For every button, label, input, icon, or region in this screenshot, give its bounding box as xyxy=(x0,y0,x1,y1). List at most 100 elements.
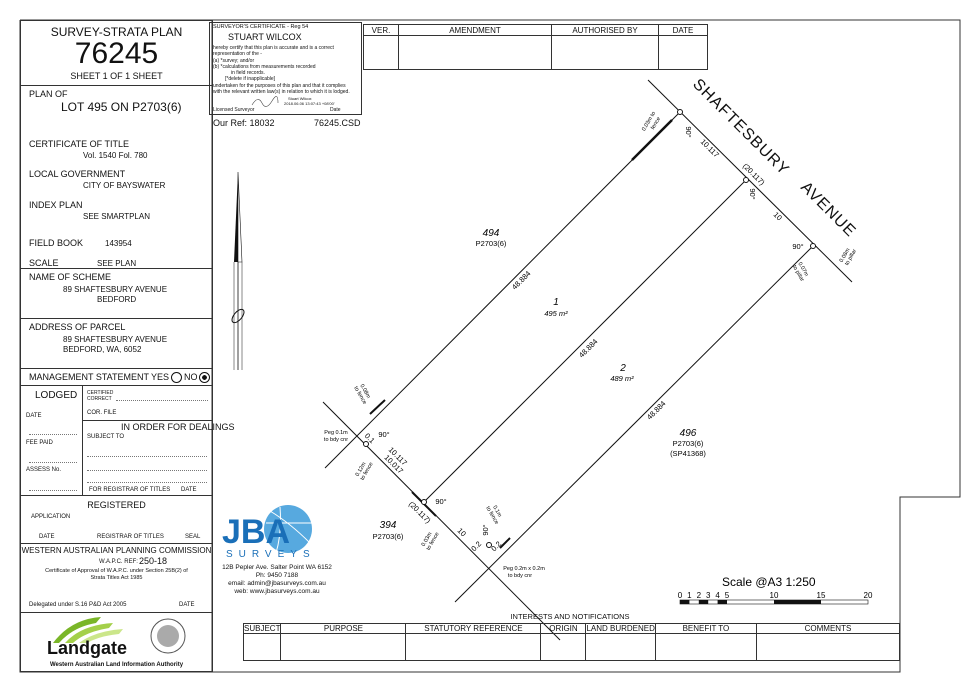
dotline xyxy=(29,490,77,491)
angle-label: 90° xyxy=(378,430,389,439)
no-radio-selected[interactable] xyxy=(199,372,210,383)
title-block: SURVEY-STRATA PLAN 76245 SHEET 1 OF 1 SH… xyxy=(20,20,213,86)
scheme-line1: 89 SHAFTESBURY AVENUE xyxy=(63,285,168,294)
dotline xyxy=(116,400,208,401)
rear-boundary xyxy=(322,401,561,641)
jba-logo: JBA SURVEYS xyxy=(222,505,316,560)
yes-radio[interactable] xyxy=(171,372,182,383)
dotline xyxy=(87,456,207,457)
rear-total: (20.117) xyxy=(407,499,433,525)
plan-of-label: PLAN OF xyxy=(29,89,68,99)
frontage-total: (20.117) xyxy=(741,161,767,187)
certificate-heading: SURVEYOR'S CERTIFICATE - Reg 54 xyxy=(213,24,309,30)
divider xyxy=(82,420,213,421)
cor-file-label: COR. FILE xyxy=(87,410,117,416)
survey-peg xyxy=(363,441,369,447)
lot-1-label: 1 xyxy=(553,297,559,308)
wapc-title: WESTERN AUSTRALIAN PLANNING COMMISSION xyxy=(21,546,212,555)
lot-394-plan: P2703(6) xyxy=(373,532,404,541)
survey-peg xyxy=(421,499,427,505)
survey-peg xyxy=(486,542,492,548)
scale-bar-segment xyxy=(680,600,690,604)
peg-offset: 0.2 xyxy=(489,539,503,553)
index-plan-value: SEE SMARTPLAN xyxy=(83,212,150,221)
yes-label: YES xyxy=(151,372,170,382)
jba-web[interactable]: web: www.jbasurveys.com.au xyxy=(234,588,320,595)
signature-date: 2018.06.06 13:07:43 +08'00' xyxy=(284,101,335,106)
scale-title: Scale @A3 1:250 xyxy=(722,575,816,589)
west-distance: 48.884 xyxy=(510,269,533,292)
scale-label: SCALE xyxy=(29,258,59,268)
subject-to-label: SUBJECT TO xyxy=(87,434,125,440)
col-benefit: BENEFIT TO xyxy=(654,623,757,634)
col-subject: SUBJECT xyxy=(242,623,282,634)
scale-tick-label: 4 xyxy=(715,591,720,600)
wapc-ref: 250-18 xyxy=(139,556,168,566)
assess-label: ASSESS No. xyxy=(26,467,62,473)
local-gov-value: CITY OF BAYSWATER xyxy=(83,181,166,190)
scale-tick-label: 3 xyxy=(706,591,711,600)
lot-494-plan: P2703(6) xyxy=(476,239,507,248)
reg-date-label: DATE xyxy=(39,534,55,540)
landgate-logo-swoosh xyxy=(53,617,123,643)
scale-value: SEE PLAN xyxy=(97,259,137,268)
cert-line: [*delete if inapplicable] xyxy=(225,76,276,83)
licensed-label: Licensed Surveyor xyxy=(213,107,255,113)
col-land-burdened: LAND BURDENED xyxy=(585,623,656,634)
registrar-label: REGISTRAR OF TITLES xyxy=(97,534,164,540)
peg-note: to bdy cnr xyxy=(324,437,348,443)
survey-peg xyxy=(810,243,816,249)
offset-note: 0.1m xyxy=(491,505,503,519)
survey-peg xyxy=(677,109,683,115)
cert-line: representation of the - xyxy=(213,51,262,58)
lot-496-label: 496 xyxy=(680,428,697,439)
angle-label: 90° xyxy=(748,188,757,199)
address-line2: BEDFORD, WA, 6052 xyxy=(63,345,142,354)
plan-of-value: LOT 495 ON P2703(6) xyxy=(61,100,182,114)
address-label: ADDRESS OF PARCEL xyxy=(29,322,126,332)
jba-email[interactable]: email: admin@jbasurveys.com.au xyxy=(228,580,326,587)
cert-date-label: Date xyxy=(330,107,341,113)
lot-496-plan: P2703(6) xyxy=(673,439,704,448)
our-ref: Our Ref: 18032 xyxy=(213,118,275,128)
lot-boundary-east xyxy=(454,245,814,603)
angle-label: 90° xyxy=(684,126,693,137)
wapc-cert-line2: Strata Titles Act 1985 xyxy=(90,575,143,581)
interests-title: INTERESTS AND NOTIFICATIONS xyxy=(510,612,630,621)
address-line1: 89 SHAFTESBURY AVENUE xyxy=(63,335,168,344)
cert-line: (a) *survey; and/or xyxy=(213,57,255,64)
survey-peg xyxy=(743,177,749,183)
peg-note: Peg 0.1m xyxy=(324,430,348,436)
lot-2-area: 489 m² xyxy=(610,374,634,383)
peg-note: to bdy cnr xyxy=(508,573,532,579)
application-label: APPLICATION xyxy=(31,514,71,520)
divider xyxy=(82,386,83,495)
dotline xyxy=(29,434,77,435)
dotline xyxy=(87,482,207,483)
scale-tick-label: 10 xyxy=(770,591,779,600)
street-name: SHAFTESBURY xyxy=(689,76,792,179)
plan-type: SURVEY-STRATA PLAN xyxy=(50,25,183,39)
fence-mark xyxy=(631,119,673,161)
seal-label: SEAL xyxy=(185,534,201,540)
scale-tick-label: 20 xyxy=(864,591,873,600)
jba-logo-sub: SURVEYS xyxy=(226,549,316,560)
scale-bar-segment xyxy=(774,600,821,604)
scale-tick-label: 1 xyxy=(687,591,692,600)
scale-tick-label: 2 xyxy=(697,591,702,600)
jba-phone: Ph: 9450 7188 xyxy=(255,572,299,579)
scheme-label: NAME OF SCHEME xyxy=(29,272,112,282)
col-purpose: PURPOSE xyxy=(280,623,407,634)
col-statutory: STATUTORY REFERENCE xyxy=(405,623,542,634)
lot-2-label: 2 xyxy=(619,363,626,374)
scale-bar-segment xyxy=(698,600,709,604)
cert-line: undertaken for the purposes of this plan… xyxy=(213,82,346,89)
plan-number: 76245 xyxy=(74,37,159,70)
lot-1-area: 495 m² xyxy=(544,309,568,318)
dealings-title: IN ORDER FOR DEALINGS xyxy=(121,422,235,432)
dotline xyxy=(87,470,207,471)
